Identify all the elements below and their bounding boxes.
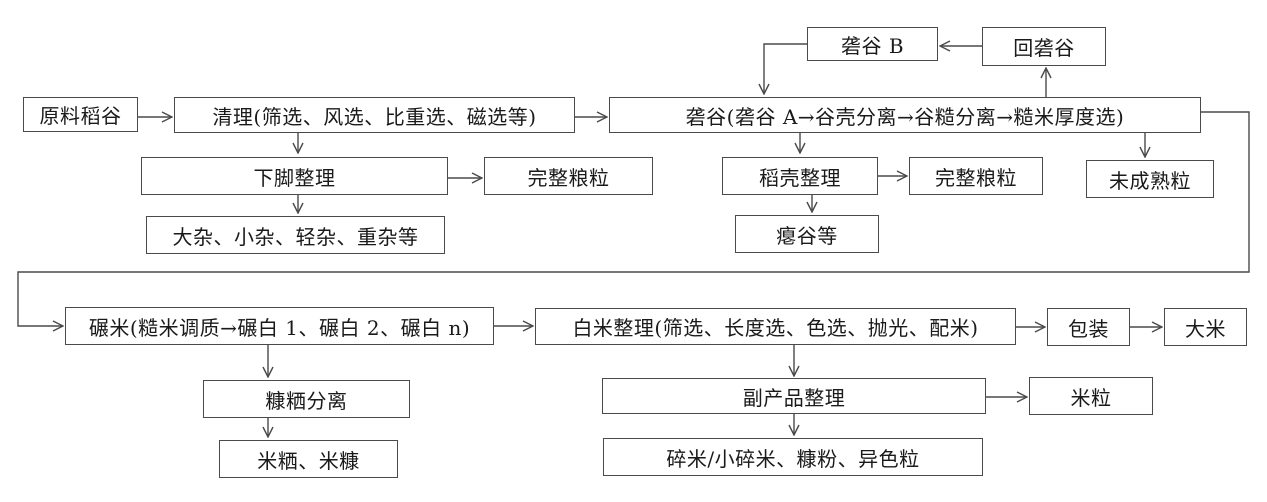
node-raw-paddy: 原料稻谷	[23, 97, 138, 132]
node-blighted-grain: 瘪谷等	[735, 215, 879, 253]
node-rice: 大米	[1164, 308, 1247, 346]
node-rice-brokens-bran: 米粞、米糠	[219, 440, 398, 478]
node-packaging: 包装	[1047, 308, 1130, 346]
node-milling: 碾米(糙米调质→碾白 1、碾白 2、碾白 n)	[65, 307, 494, 345]
node-husk-sorting: 稻壳整理	[722, 157, 878, 195]
node-rice-grain: 米粒	[1029, 377, 1153, 415]
node-impurities: 大杂、小杂、轻杂、重杂等	[146, 216, 445, 254]
arrow-husking-b-to-husking	[764, 43, 807, 94]
node-white-rice-finishing: 白米整理(筛选、长度选、色选、抛光、配米)	[535, 308, 1016, 345]
node-byproduct-sorting: 副产品整理	[602, 378, 986, 414]
node-cleaning: 清理(筛选、风选、比重选、磁选等)	[174, 97, 575, 133]
node-bottom-sorting: 下脚整理	[141, 157, 448, 195]
node-husking-b: 砻谷 B	[807, 27, 938, 61]
node-bran-separation: 糠粞分离	[203, 380, 410, 418]
node-broken-rice-etc: 碎米/小碎米、糠粉、异色粒	[603, 438, 983, 476]
node-immature-grain: 未成熟粒	[1086, 160, 1214, 198]
node-husking: 砻谷(砻谷 A→谷壳分离→谷糙分离→糙米厚度选)	[609, 97, 1201, 133]
node-whole-grain-1: 完整粮粒	[484, 157, 653, 195]
node-whole-grain-2: 完整粮粒	[909, 157, 1043, 195]
node-rehusking: 回砻谷	[982, 27, 1106, 66]
